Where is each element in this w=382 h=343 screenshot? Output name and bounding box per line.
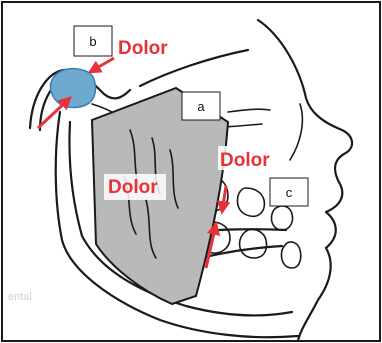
pain-label-teeth: Dolor [220, 150, 270, 171]
label-box-a: a [182, 92, 220, 120]
pain-label-muscle: Dolor [108, 177, 158, 198]
label-box-c: c [270, 178, 308, 206]
label-c: c [286, 185, 293, 200]
pain-label-joint: Dolor [118, 38, 168, 59]
articular-disc [50, 69, 95, 108]
watermark-text: ental [8, 291, 32, 303]
label-b: b [89, 34, 96, 49]
label-box-b: b [74, 26, 112, 56]
label-a: a [197, 99, 205, 114]
